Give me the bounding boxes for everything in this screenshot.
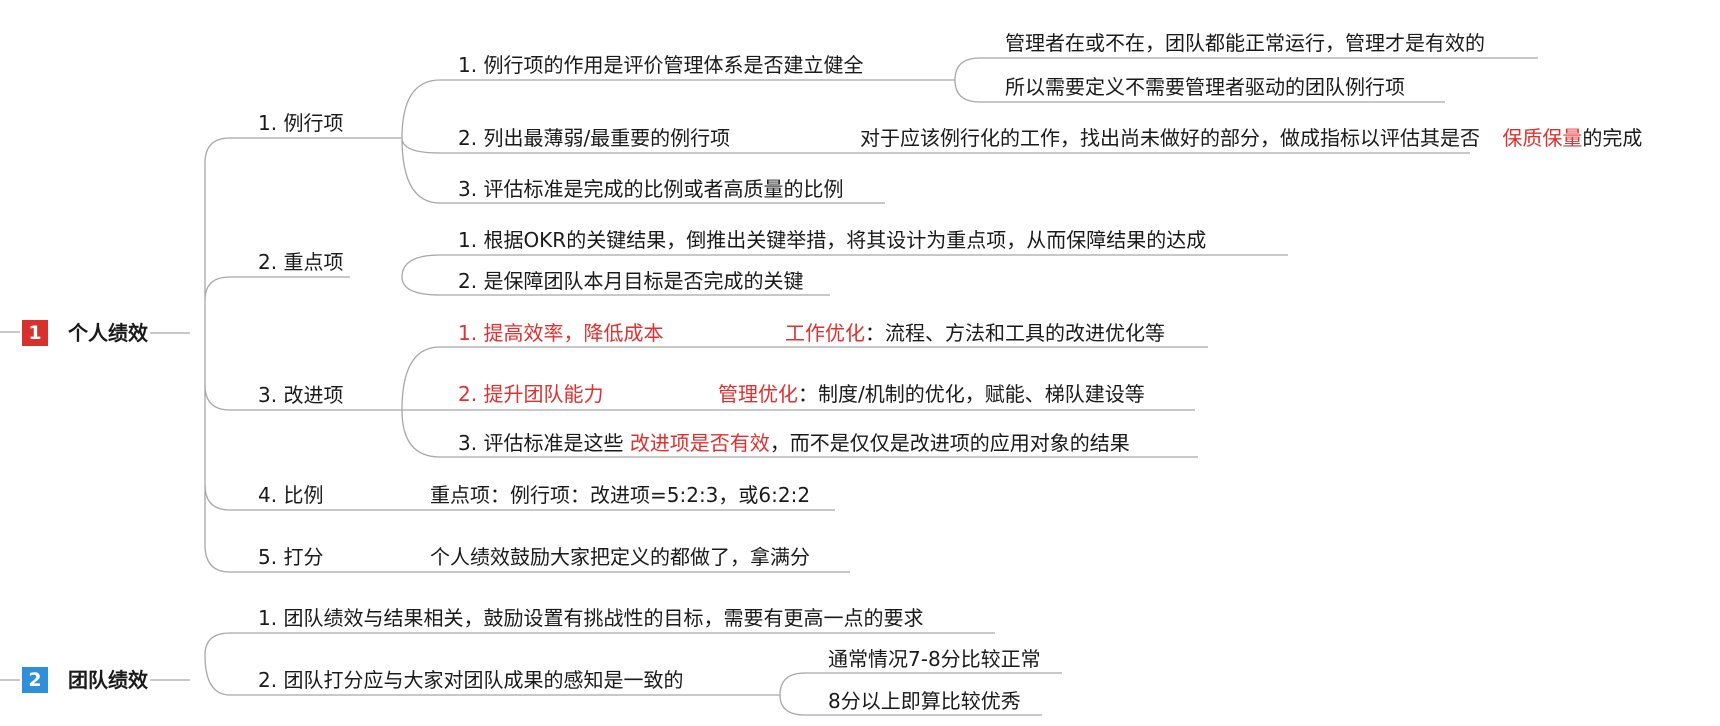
team-item-2[interactable]: 2. 团队打分应与大家对团队成果的感知是一致的 — [258, 668, 684, 692]
improve-item-3-highlight: 改进项是否有效 — [629, 431, 770, 455]
link-l1-improve — [204, 384, 402, 411]
root1-number-badge: 1 — [22, 320, 48, 346]
routine-item-2-note-suffix: 的完成 — [1582, 126, 1643, 150]
link-l1-key — [204, 276, 350, 301]
root1-edge-bar — [0, 331, 20, 333]
improve-item-1[interactable]: 1. 提高效率，降低成本 — [458, 321, 664, 345]
root2-edge-bar — [0, 679, 20, 681]
node-key[interactable]: 2. 重点项 — [258, 250, 344, 274]
node-routine[interactable]: 1. 例行项 — [258, 111, 344, 135]
improve-item-2-note[interactable]: 管理优化：制度/机制的优化，赋能、梯队建设等 — [718, 382, 1145, 406]
routine-item-1-note-2[interactable]: 所以需要定义不需要管理者驱动的团队例行项 — [1005, 75, 1405, 99]
improve-item-3-suffix: ，而不是仅仅是改进项的应用对象的结果 — [769, 431, 1130, 455]
improve-item-2[interactable]: 2. 提升团队能力 — [458, 382, 604, 406]
routine-item-1[interactable]: 1. 例行项的作用是评价管理体系是否建立健全 — [458, 53, 864, 77]
link-improve-spine — [401, 346, 1208, 458]
link-key-spine — [401, 254, 1288, 296]
root1-title[interactable]: 个人绩效 — [68, 321, 148, 345]
key-item-2[interactable]: 2. 是保障团队本月目标是否完成的关键 — [458, 269, 804, 293]
improve-item-1-tag: 工作优化 — [785, 321, 865, 345]
team-item-2-note-2[interactable]: 8分以上即算比较优秀 — [828, 689, 1021, 713]
routine-item-1-note-1[interactable]: 管理者在或不在，团队都能正常运行，管理才是有效的 — [1005, 31, 1485, 55]
routine-item-2-note[interactable]: 对于应该例行化的工作，找出尚未做好的部分，做成指标以评估其是否 保质保量的完成 — [860, 126, 1642, 150]
improve-item-3-prefix: 3. 评估标准是这些 — [458, 431, 624, 455]
link-routine1-notes — [954, 57, 1538, 103]
score-note[interactable]: 个人绩效鼓励大家把定义的都做了，拿满分 — [430, 545, 810, 569]
improve-item-2-tag: 管理优化 — [718, 382, 798, 406]
link-routine-spine — [401, 79, 1470, 204]
routine-item-2[interactable]: 2. 列出最薄弱/最重要的例行项 — [458, 126, 731, 150]
node-improve[interactable]: 3. 改进项 — [258, 383, 344, 407]
improve-item-1-desc: ：流程、方法和工具的改进优化等 — [865, 321, 1165, 345]
node-score[interactable]: 5. 打分 — [258, 545, 324, 569]
team-item-2-note-1[interactable]: 通常情况7-8分比较正常 — [828, 647, 1041, 671]
link-spine-l1 — [204, 137, 231, 573]
node-ratio[interactable]: 4. 比例 — [258, 483, 324, 507]
ratio-note[interactable]: 重点项：例行项：改进项=5:2:3，或6:2:2 — [430, 483, 811, 507]
routine-item-2-note-prefix: 对于应该例行化的工作，找出尚未做好的部分，做成指标以评估其是否 — [860, 126, 1480, 150]
improve-item-3[interactable]: 3. 评估标准是这些 改进项是否有效，而不是仅仅是改进项的应用对象的结果 — [458, 431, 1130, 455]
link-team-spine — [204, 632, 995, 696]
link-l1-ratio — [204, 484, 835, 511]
root2-number-badge: 2 — [22, 667, 48, 693]
routine-item-3[interactable]: 3. 评估标准是完成的比例或者高质量的比例 — [458, 177, 844, 201]
key-item-1[interactable]: 1. 根据OKR的关键结果，倒推出关键举措，将其设计为重点项，从而保障结果的达成 — [458, 228, 1207, 252]
root2-title[interactable]: 团队绩效 — [68, 668, 148, 692]
routine-item-2-note-highlight: 保质保量 — [1502, 126, 1583, 150]
improve-item-2-desc: ：制度/机制的优化，赋能、梯队建设等 — [798, 382, 1145, 406]
link-team2-notes — [779, 672, 1062, 716]
team-item-1[interactable]: 1. 团队绩效与结果相关，鼓励设置有挑战性的目标，需要有更高一点的要求 — [258, 606, 924, 630]
improve-item-1-note[interactable]: 工作优化：流程、方法和工具的改进优化等 — [785, 321, 1165, 345]
